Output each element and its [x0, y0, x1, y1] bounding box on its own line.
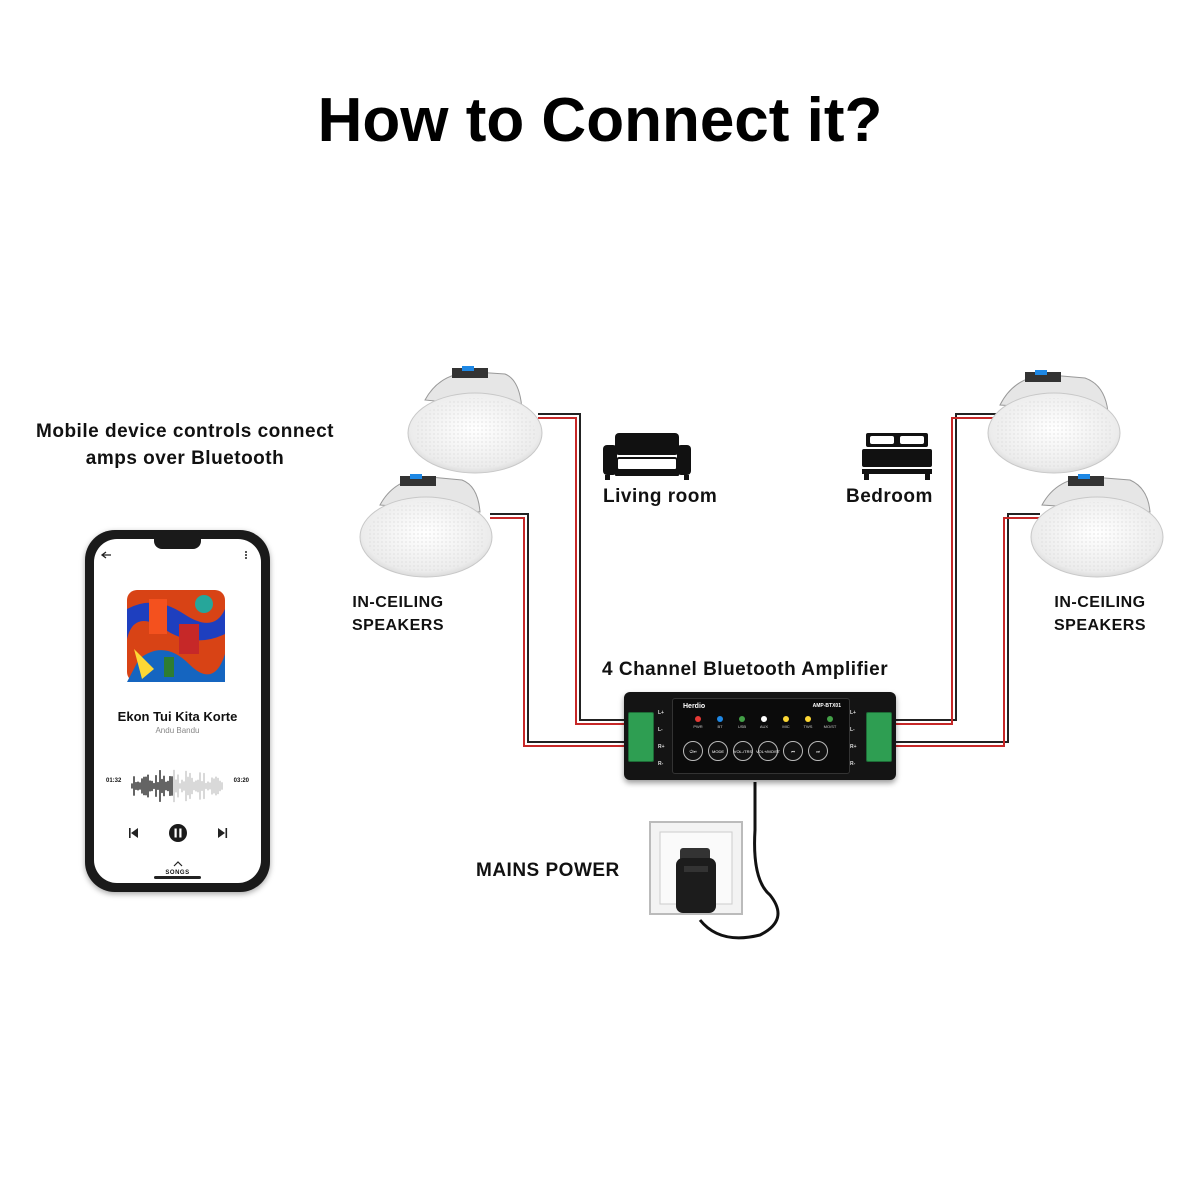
prev-icon: [129, 828, 138, 838]
amp-left-channel-label: R-: [658, 761, 664, 767]
amp-control-panel: Herdio AMP-BTX01 PWR BT USB AUX MIC TWS MO/ST ⏻…: [672, 698, 850, 774]
amp-control-button[interactable]: VOL-/TRS: [733, 741, 753, 761]
amplifier-label: 4 Channel Bluetooth Amplifier: [602, 659, 889, 680]
speakers-right-line1: IN-CEILING: [1054, 594, 1146, 611]
amp-right-channel-label: R+: [850, 744, 857, 750]
bedroom-label: Bedroom: [846, 486, 933, 507]
amp-control-button[interactable]: VOL+/MO/ST: [756, 741, 780, 761]
indicator-label: MO/ST: [823, 724, 837, 729]
amp-left-channel-label: R+: [658, 744, 665, 750]
amp-control-button[interactable]: ⏭: [808, 741, 828, 761]
speakers-left-line1: IN-CEILING: [352, 594, 444, 611]
bluetooth-note-line1: Mobile device controls connect: [36, 421, 334, 442]
amp-left-channel-label: L-: [658, 727, 663, 733]
indicator-label: BT: [717, 724, 723, 729]
indicator-led: [717, 716, 723, 722]
sofa-icon: [603, 433, 691, 480]
amp-model: AMP-BTX01: [812, 703, 841, 709]
page-title: How to Connect it?: [317, 86, 883, 155]
bluetooth-note-line2: amps over Bluetooth: [85, 448, 285, 469]
indicator-label: TWS: [803, 724, 813, 729]
amp-left-channel-label: L+: [658, 710, 664, 716]
amp-control-button[interactable]: ⏮: [783, 741, 803, 761]
speakers-right-line2: SPEAKERS: [1053, 617, 1147, 634]
amplifier: Herdio AMP-BTX01 PWR BT USB AUX MIC TWS MO/ST ⏻…: [624, 692, 896, 780]
indicator-label: USB: [737, 724, 747, 729]
back-icon: [100, 551, 111, 559]
indicator-led: [761, 716, 767, 722]
time-elapsed: 01:32: [106, 778, 122, 784]
waveform: [131, 769, 223, 803]
wire-bedroom-bottom: [892, 513, 1040, 747]
indicator-led: [805, 716, 811, 722]
speakers-left-label: IN-CEILING SPEAKERS: [338, 591, 458, 637]
ceiling-speaker-left-top: [407, 366, 543, 474]
terminal-left: [628, 712, 654, 762]
smartphone: Ekon Tui Kita Korte Andu Bandu 01:32 03:…: [85, 530, 270, 892]
terminal-right: [866, 712, 892, 762]
more-icon: [245, 551, 247, 559]
indicator-label: AUX: [759, 724, 769, 729]
indicator-led: [739, 716, 745, 722]
album-art: [127, 590, 225, 682]
time-total: 03:20: [233, 778, 249, 784]
amp-control-button[interactable]: ⏻/⏯: [683, 741, 703, 761]
amp-control-button[interactable]: MODE: [708, 741, 728, 761]
phone-notch: [154, 539, 201, 549]
pause-button[interactable]: [169, 824, 187, 842]
ceiling-speaker-right-top: [987, 370, 1121, 474]
speakers-right-label: IN-CEILING SPEAKERS: [1040, 591, 1160, 637]
mains-power-label: MAINS POWER: [476, 860, 620, 881]
indicator-label: PWR: [693, 724, 703, 729]
speakers-left-line2: SPEAKERS: [351, 617, 445, 634]
amp-brand: Herdio: [683, 703, 706, 710]
power-adapter: [676, 858, 716, 913]
songs-tab[interactable]: SONGS: [165, 870, 190, 876]
next-icon: [218, 828, 228, 838]
bed-icon: [862, 433, 932, 480]
home-indicator: [154, 876, 201, 879]
power-cable: [698, 782, 780, 940]
wire-living-bottom: [490, 513, 628, 747]
chevron-up-icon: [173, 861, 183, 867]
phone-screen: Ekon Tui Kita Korte Andu Bandu 01:32 03:…: [94, 539, 261, 883]
ceiling-speaker-left-bottom: [359, 474, 493, 578]
indicator-label: MIC: [782, 724, 790, 729]
amp-right-channel-label: L-: [850, 727, 855, 733]
wire-bedroom-top: [892, 413, 998, 725]
indicator-led: [695, 716, 701, 722]
indicator-led: [827, 716, 833, 722]
track-artist: Andu Bandu: [155, 726, 200, 735]
ceiling-speaker-right-bottom: [1030, 474, 1164, 578]
music-player-graphics: [100, 551, 247, 879]
amp-right-channel-label: L+: [850, 710, 856, 716]
living-room-label: Living room: [603, 486, 718, 507]
wire-living-top: [538, 413, 628, 725]
track-title: Ekon Tui Kita Korte: [117, 709, 238, 724]
amp-right-channel-label: R-: [850, 761, 856, 767]
indicator-led: [783, 716, 789, 722]
bluetooth-note: Mobile device controls connect amps over…: [10, 418, 360, 472]
